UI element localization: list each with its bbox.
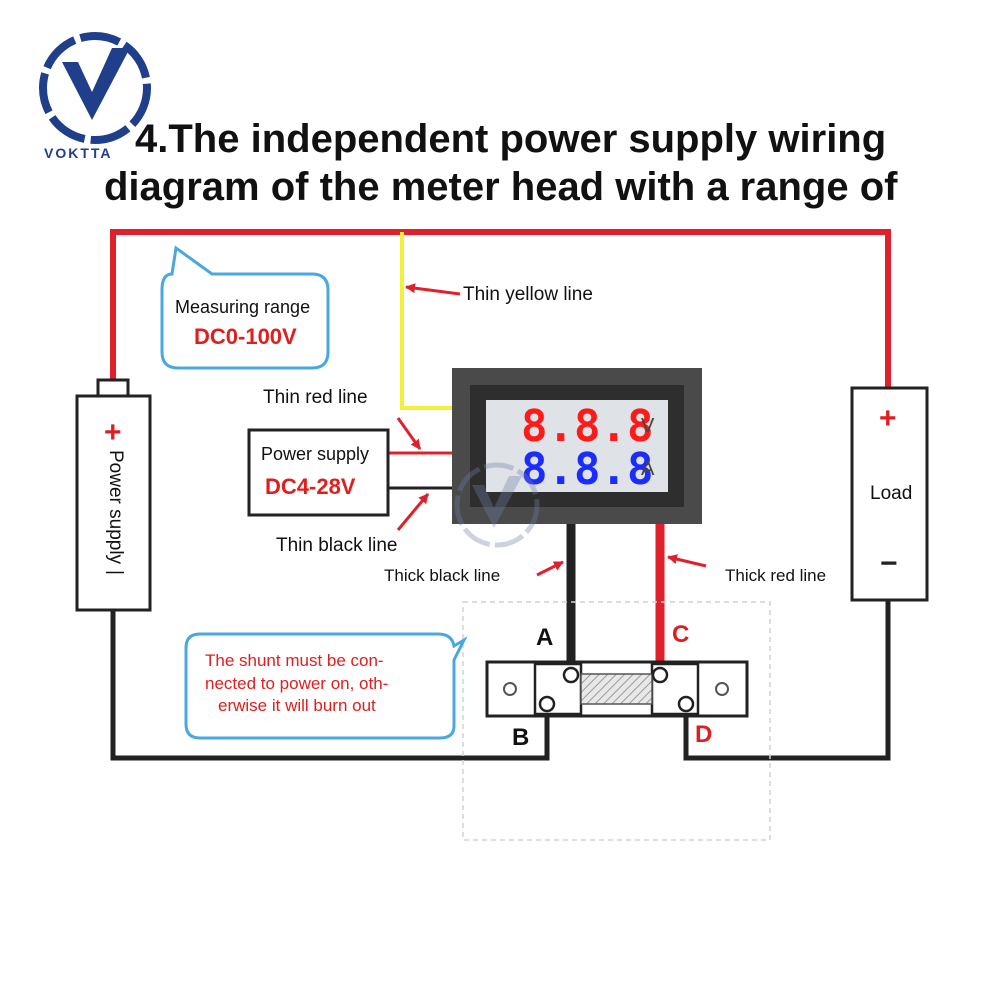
warning-line-3: erwise it will burn out <box>218 696 376 715</box>
load-plus-symbol: + <box>879 402 897 435</box>
terminal-a-screw <box>562 666 580 684</box>
battery-negative-wire <box>110 610 550 761</box>
shunt-left-hole <box>503 682 517 696</box>
brand-logo: VOKTTA <box>39 32 151 161</box>
measuring-range-callout: Measuring range DC0-100V <box>160 245 330 370</box>
load-label: Load <box>870 483 912 504</box>
warning-line-2: nected to power on, oth- <box>205 674 388 693</box>
terminal-c-label: C <box>672 621 689 648</box>
terminal-d-label: D <box>695 721 712 748</box>
battery-plus-symbol: + <box>104 416 122 449</box>
meter-watermark-logo <box>454 462 540 548</box>
thin-yellow-label: Thin yellow line <box>463 284 593 305</box>
measuring-range-value: DC0-100V <box>194 324 297 349</box>
meter-display <box>486 400 668 492</box>
thick-red-label: Thick red line <box>725 566 826 585</box>
warning-line-1: The shunt must be con- <box>205 651 384 670</box>
battery-minus-symbol: | <box>105 570 126 575</box>
shunt-warning-callout: The shunt must be con- nected to power o… <box>184 632 468 740</box>
thick-black-arrow <box>536 560 564 577</box>
current-digits: 8.8.8 <box>521 444 653 495</box>
battery-body <box>75 394 152 612</box>
callout-bubble <box>160 245 330 370</box>
terminal-c-screw <box>651 666 669 684</box>
measuring-range-label: Measuring range <box>175 297 310 317</box>
thick-black-label: Thick black line <box>384 566 500 585</box>
load-minus-symbol: − <box>880 547 898 580</box>
title-line-2: diagram of the meter head with a range o… <box>104 165 898 209</box>
terminal-b-label: B <box>512 724 529 751</box>
thin-black-arrow <box>396 493 430 531</box>
aux-supply-box <box>247 428 390 517</box>
warning-bubble <box>184 632 468 740</box>
thick-red-arrow <box>667 554 707 568</box>
wires <box>110 229 891 761</box>
thin-black-label: Thin black line <box>276 535 397 556</box>
title-line-1: 4.The independent power supply wiring <box>135 117 886 161</box>
terminal-d-screw <box>677 695 695 713</box>
terminal-a-label: A <box>536 624 553 651</box>
load: + Load − <box>850 386 929 602</box>
shunt-element <box>580 673 653 705</box>
shunt-resistor <box>485 660 749 718</box>
load-body <box>850 386 929 602</box>
aux-supply-value: DC4-28V <box>265 474 356 499</box>
meter-head: 8.8.8 V 8.8.8 A <box>452 368 702 524</box>
thin-red-label: Thin red line <box>263 387 368 408</box>
main-red-wire <box>110 229 891 388</box>
battery-label: Power supply <box>105 450 126 565</box>
load-negative-wire <box>683 600 891 761</box>
shunt-right-hole <box>715 682 729 696</box>
logo-v-mark <box>62 48 130 120</box>
voltage-digits: 8.8.8 <box>521 401 653 452</box>
brand-name: VOKTTA <box>44 145 113 161</box>
aux-power-supply: Power supply DC4-28V <box>247 428 390 517</box>
aux-supply-label: Power supply <box>261 444 369 464</box>
current-unit: A <box>641 458 655 480</box>
thin-yellow-arrow <box>405 283 461 296</box>
thin-yellow-wire <box>400 232 452 410</box>
shunt-area-outline <box>462 601 771 841</box>
voltage-unit: V <box>641 415 655 437</box>
terminal-b-screw <box>538 695 556 713</box>
thin-red-arrow <box>396 417 422 450</box>
battery: + Power supply | <box>75 378 152 612</box>
